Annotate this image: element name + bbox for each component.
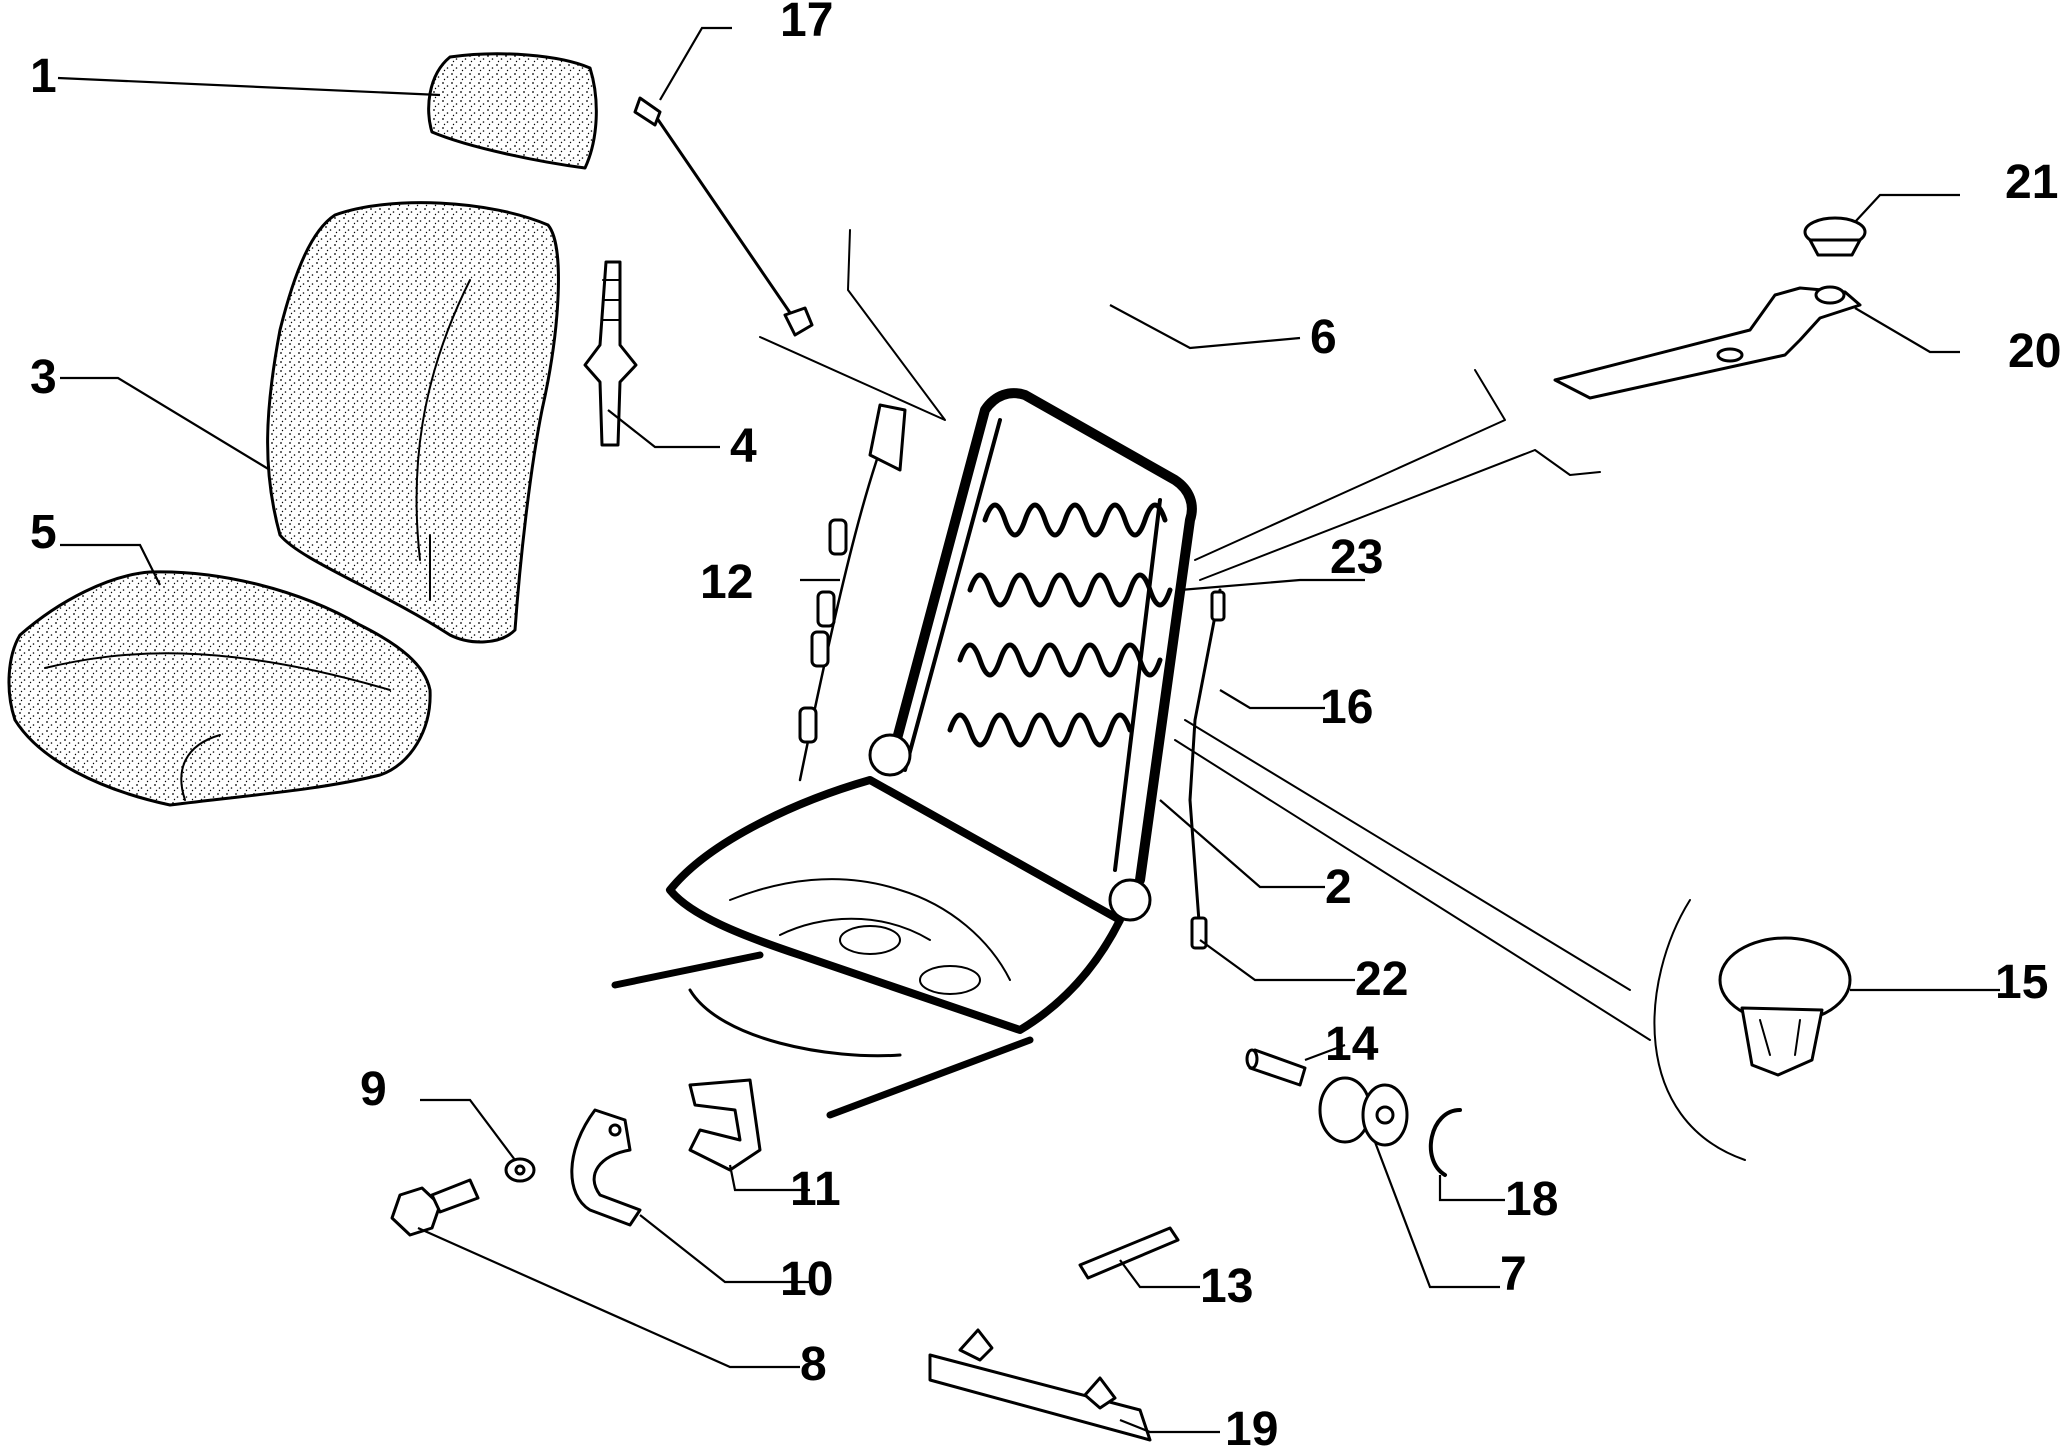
seat-frame-drawing <box>611 388 1197 1119</box>
headrest-pad-drawing <box>427 52 598 170</box>
headrest-guide-drawing <box>583 260 638 447</box>
washer-drawing <box>504 1157 536 1183</box>
rail-trim-drawing <box>928 1328 1152 1442</box>
callout-2: 2 <box>1325 861 1352 914</box>
callout-23: 23 <box>1330 531 1383 584</box>
callout-18: 18 <box>1505 1173 1558 1226</box>
section-lines <box>759 229 1746 1161</box>
cable-harness-drawing <box>798 403 907 782</box>
bolt-drawing <box>390 1178 480 1237</box>
pin-sleeve-drawing <box>1245 1048 1307 1087</box>
callout-20: 20 <box>2008 325 2061 378</box>
cap-button-drawing <box>1803 216 1867 257</box>
callout-14: 14 <box>1325 1018 1379 1071</box>
cover-strip-drawing <box>1078 1226 1180 1280</box>
push-fastener-drawing <box>1718 936 1852 1077</box>
callout-15: 15 <box>1995 956 2048 1009</box>
bracket-clamp-drawing <box>570 1108 642 1227</box>
callout-19: 19 <box>1225 1403 1278 1449</box>
release-rod-drawing <box>633 96 814 337</box>
callout-6: 6 <box>1310 311 1337 364</box>
recliner-knob-drawing <box>1318 1076 1409 1147</box>
support-bracket-drawing <box>1553 285 1862 400</box>
leader-lines <box>57 26 2000 1434</box>
callout-22: 22 <box>1355 953 1408 1006</box>
callout-17: 17 <box>780 0 833 47</box>
callout-10: 10 <box>780 1253 833 1306</box>
callout-labels: 1 2 3 4 5 6 7 8 9 10 11 12 13 14 15 16 1… <box>30 0 2061 1449</box>
callout-8: 8 <box>800 1338 827 1391</box>
seat-cushion-drawing <box>7 570 432 807</box>
callout-4: 4 <box>730 420 757 473</box>
callout-12: 12 <box>700 556 753 609</box>
callout-16: 16 <box>1320 681 1373 734</box>
callout-5: 5 <box>30 506 57 559</box>
callout-13: 13 <box>1200 1260 1253 1313</box>
circlip-drawing <box>1428 1108 1462 1177</box>
side-springs-drawing <box>1188 588 1226 950</box>
callout-11: 11 <box>790 1163 841 1216</box>
backrest-cushion-drawing <box>266 201 560 644</box>
callout-21: 21 <box>2005 156 2058 209</box>
callout-7: 7 <box>1500 1248 1527 1301</box>
callout-9: 9 <box>360 1063 387 1116</box>
cover-clip-drawing <box>688 1078 762 1172</box>
callout-1: 1 <box>30 50 57 103</box>
callout-3: 3 <box>30 351 57 404</box>
